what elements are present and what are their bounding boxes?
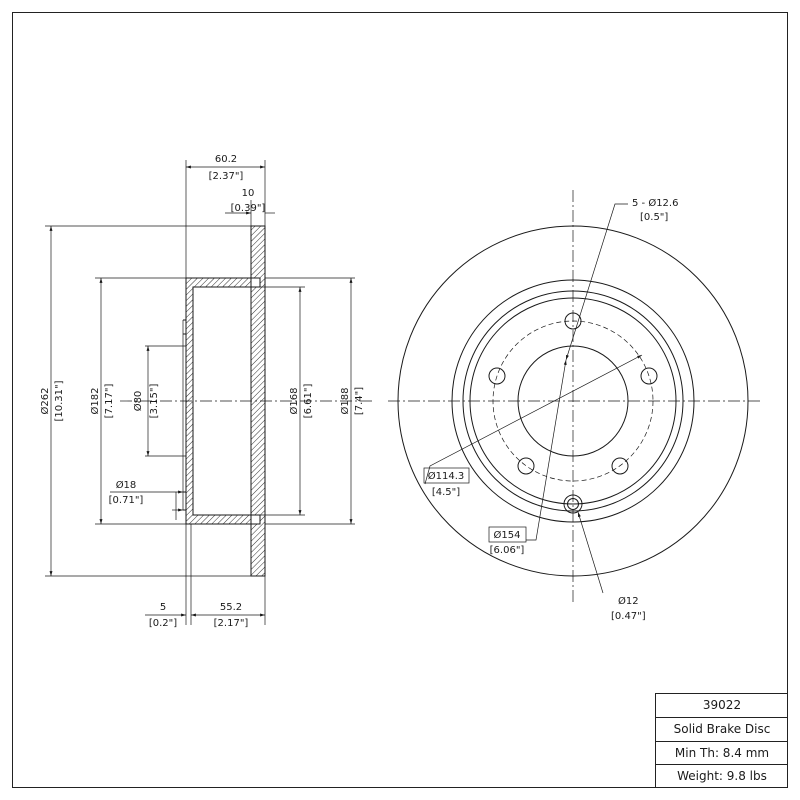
dim-center-bore-in: [3.15"]: [149, 384, 160, 419]
bolt-hole: [517, 457, 535, 475]
dim-hat-depth-in: [2.17"]: [214, 618, 249, 629]
bolt-hole: [611, 457, 629, 475]
dim-friction-inner-in: [7.4"]: [354, 387, 365, 415]
bolt-hole: [488, 367, 506, 385]
dim-hat-wall-mm: 5: [160, 602, 166, 613]
part-number: 39022: [656, 694, 788, 718]
min-thickness: Min Th: 8.4 mm: [656, 742, 788, 766]
front-view: 5 - Ø12.6 [0.5"] Ø114.3 [4.5"] Ø154 [6.0…: [388, 190, 762, 622]
dim-hat-wall-in: [0.2"]: [149, 618, 177, 629]
label-hub-diameter-in: [6.06"]: [490, 545, 525, 556]
dim-hat-depth-mm: 55.2: [220, 602, 242, 613]
dim-outer-diameter-mm: Ø262: [39, 388, 51, 415]
label-bolt-circle-mm: Ø114.3: [428, 470, 465, 482]
dim-center-bore-mm: Ø80: [132, 391, 144, 412]
part-description: Solid Brake Disc: [656, 718, 788, 742]
dim-inner-diameter-mm: Ø168: [288, 388, 300, 415]
title-block: 39022 Solid Brake Disc Min Th: 8.4 mm We…: [655, 693, 788, 788]
weight: Weight: 9.8 lbs: [677, 769, 767, 784]
label-bolt-holes-in: [0.5"]: [640, 212, 668, 223]
dim-overall-width-mm: 60.2: [215, 154, 237, 165]
drawing-frame: [12, 12, 788, 788]
dim-hat-diameter-in: [7.17"]: [104, 384, 115, 419]
label-hub-diameter-mm: Ø154: [494, 529, 521, 541]
dim-outer-diameter-in: [10.31"]: [54, 380, 65, 421]
bolt-hole: [640, 367, 658, 385]
label-pilot-hole-mm: Ø12: [618, 595, 639, 607]
label-pilot-hole-in: [0.47"]: [611, 611, 646, 622]
dim-small-hole-in: [0.71"]: [109, 495, 144, 506]
label-bolt-holes-mm: 5 - Ø12.6: [632, 197, 678, 209]
label-bolt-circle-in: [4.5"]: [432, 487, 460, 498]
dim-friction-inner-mm: Ø188: [339, 388, 351, 415]
dim-inner-diameter-in: [6.61"]: [303, 384, 314, 419]
dim-hat-diameter-mm: Ø182: [89, 388, 101, 415]
dim-small-hole-mm: Ø18: [116, 479, 137, 491]
dim-friction-thickness-mm: 10: [242, 188, 255, 199]
dim-overall-width-in: [2.37"]: [209, 171, 244, 182]
side-section-view: 60.2 [2.37"] 10 [0.39"] Ø262 [10.31"] Ø1…: [39, 154, 372, 629]
dim-friction-thickness-in: [0.39"]: [231, 203, 266, 214]
